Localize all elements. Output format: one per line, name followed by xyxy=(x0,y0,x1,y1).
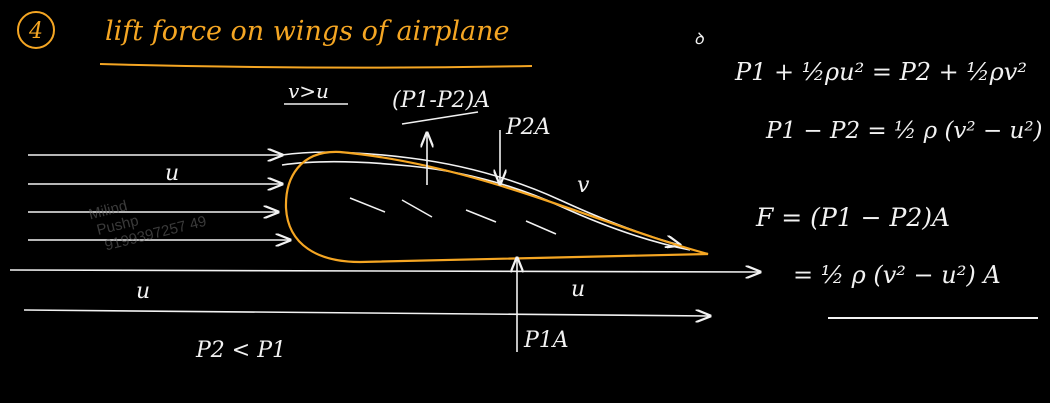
streamline xyxy=(23,309,710,316)
streamline xyxy=(9,270,760,272)
net-force-underline xyxy=(401,111,479,125)
wing-hatching xyxy=(349,197,557,235)
pressure-difference-equation: P1 − P2 = ½ ρ (v² − u²) xyxy=(765,118,1043,144)
force-result-equation: = ½ ρ (v² − u²) A xyxy=(793,261,1001,289)
question-number: 4 xyxy=(17,11,55,49)
pressure-relation-label: P2 < P1 xyxy=(195,338,286,363)
bottom-force-label: P1A xyxy=(523,328,569,353)
net-force-label: (P1-P2)A xyxy=(392,88,490,113)
svg-text:4: 4 xyxy=(28,19,43,44)
condition-label: v>u xyxy=(288,79,329,103)
wing-outline xyxy=(284,150,709,264)
speed-label-bottom-left: u xyxy=(136,279,150,304)
page-title: lift force on wings of airplane xyxy=(105,16,509,47)
force-equation: F = (P1 − P2)A xyxy=(755,203,950,232)
watermark: Milind Pushp 9199397257 49 xyxy=(87,197,208,254)
speed-label-bottom-right: u xyxy=(571,277,585,302)
bernoulli-equation: P1 + ½ρu² = P2 + ½ρv² xyxy=(734,58,1027,86)
equation-marker: ꝺ xyxy=(694,29,705,48)
title-underline xyxy=(99,63,533,69)
streamline-top xyxy=(281,160,691,251)
speed-label-top: v xyxy=(577,173,590,198)
speed-label-left: u xyxy=(165,161,179,186)
top-force-label: P2A xyxy=(505,115,551,140)
